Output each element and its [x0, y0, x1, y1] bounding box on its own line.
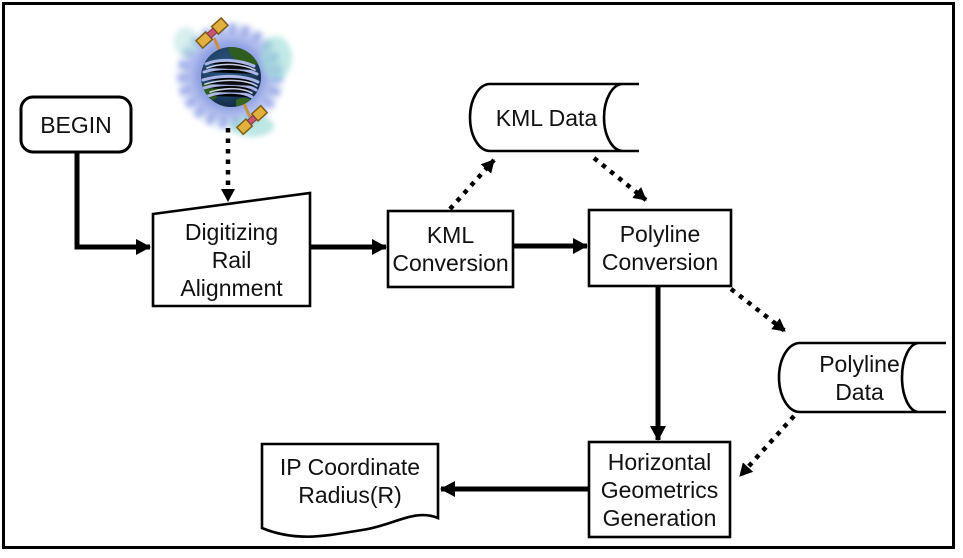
- begin-node-label: BEGIN: [40, 111, 112, 138]
- horizontal-geometrics-generation-label: Horizontal Geometrics Generation: [600, 448, 719, 531]
- ip-coordinate-radius-label: IP Coordinate Radius(R): [279, 454, 421, 508]
- polyline-data-label: Polyline Data: [819, 350, 900, 405]
- edge-polyline-conversion-to-polyline-data: [729, 287, 787, 333]
- ip-coordinate-radius-shape: [260, 442, 440, 538]
- kml-data-label: KML Data: [495, 104, 598, 131]
- satellite-icon: [194, 16, 230, 50]
- digitizing-rail-alignment-label: Digitizing Rail Alignment: [180, 219, 283, 301]
- edge-kml-conversion-to-kml-data: [448, 158, 496, 211]
- kml-conversion-label: KML Conversion: [392, 222, 509, 276]
- edge-polyline-data-to-horizontal-geometrics: [738, 414, 796, 478]
- digitizing-rail-alignment-shape: [151, 191, 312, 308]
- earth-satellites-icon: [174, 16, 292, 137]
- edge-kml-data-to-polyline-conversion: [592, 156, 648, 202]
- satellite-icon: [235, 104, 269, 136]
- kml-conversion-shape: [386, 209, 515, 289]
- kml-data-shape: [468, 82, 639, 153]
- polyline-data-shape: [777, 341, 946, 414]
- edge-begin-to-digitizing: [74, 152, 151, 255]
- polyline-conversion-label: Polyline Conversion: [601, 221, 719, 275]
